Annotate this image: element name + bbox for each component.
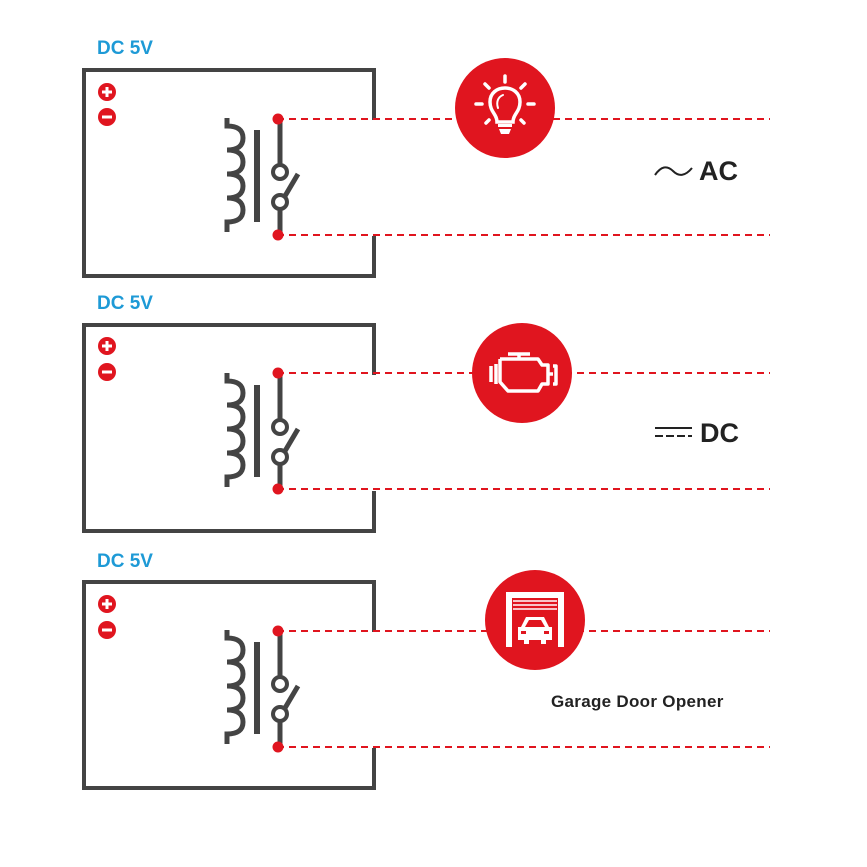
relay-circuit-2 (84, 323, 770, 531)
supply-label-1: DC 5V (97, 38, 153, 59)
supply-label-2: DC 5V (97, 293, 153, 314)
minus-icon (98, 108, 116, 126)
load-type-label-dc: DC (700, 418, 739, 448)
dc-symbol-icon (655, 427, 692, 437)
terminal-dot (272, 113, 284, 125)
terminal-dot (272, 741, 284, 753)
relay-block-1 (84, 70, 374, 276)
relay-block-3 (84, 582, 374, 788)
relay-block-2 (84, 325, 374, 531)
light-bulb-icon (455, 58, 555, 158)
terminal-dot (272, 483, 284, 495)
terminal-dot (272, 625, 284, 637)
relay-circuit-3 (84, 570, 770, 788)
plus-icon (98, 83, 116, 101)
load-type-label-garage: Garage Door Opener (551, 692, 724, 711)
load-type-label-ac: AC (699, 156, 738, 186)
terminal-dot (272, 229, 284, 241)
relay-circuit-1 (84, 58, 770, 276)
plus-icon (98, 337, 116, 355)
engine-icon (472, 323, 572, 423)
terminal-dot (272, 367, 284, 379)
minus-icon (98, 621, 116, 639)
garage-car-icon (485, 570, 585, 670)
minus-icon (98, 363, 116, 381)
supply-label-3: DC 5V (97, 551, 153, 572)
ac-wave-icon (654, 166, 693, 176)
plus-icon (98, 595, 116, 613)
